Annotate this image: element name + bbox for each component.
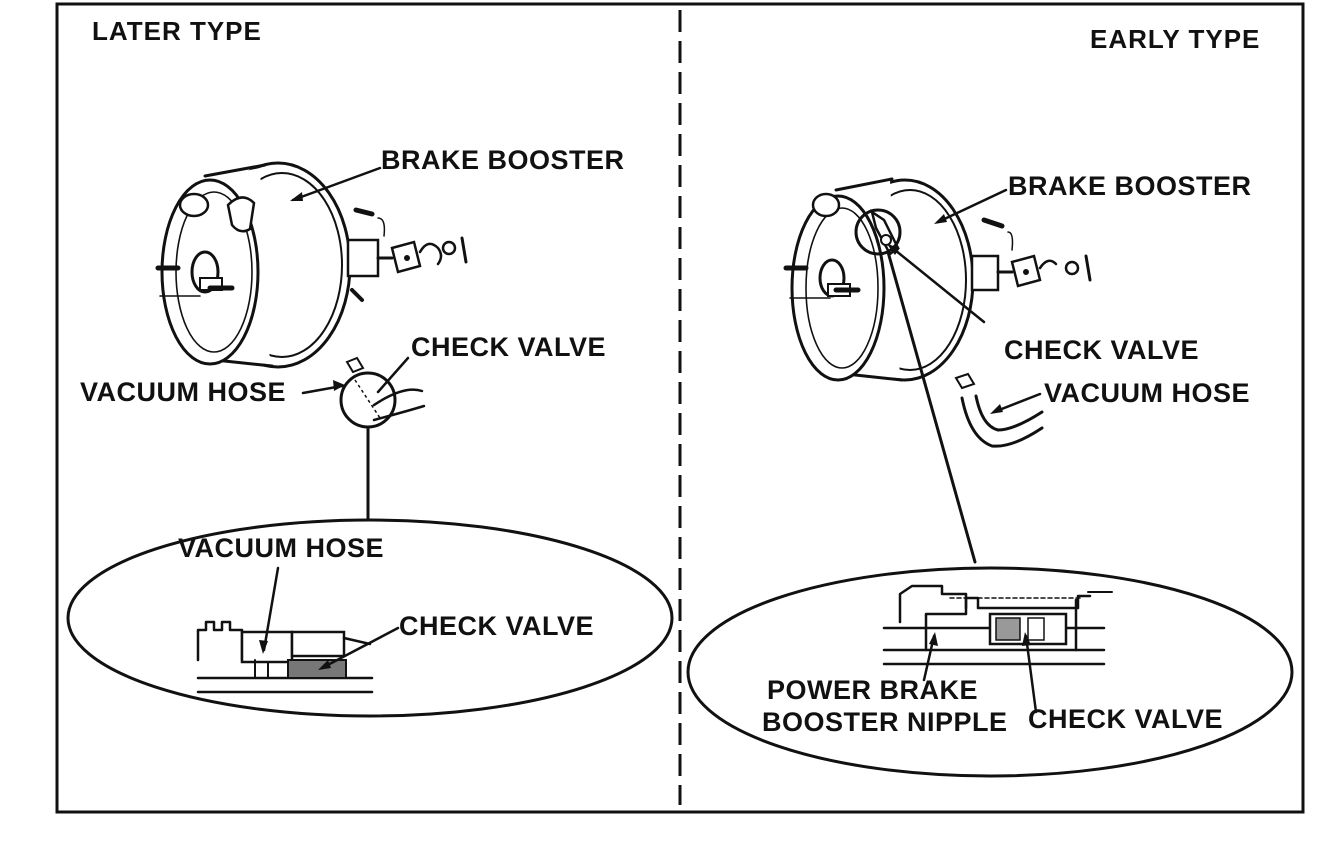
outer-frame xyxy=(55,2,1305,814)
later-detail-ellipse xyxy=(66,518,674,718)
early-detail-ellipse xyxy=(686,566,1294,778)
early-detail-nipple-label-line1: POWER BRAKE xyxy=(767,675,978,705)
later-vacuum-hose-label: VACUUM HOSE xyxy=(80,377,286,407)
early-vacuum-hose-label: VACUUM HOSE xyxy=(1044,378,1250,408)
early-detail-check-valve-label: CHECK VALVE xyxy=(1028,704,1223,734)
early-check-valve-label: CHECK VALVE xyxy=(1004,335,1199,365)
later-check-valve-label: CHECK VALVE xyxy=(411,332,606,362)
early-brake-booster-label: BRAKE BOOSTER xyxy=(1008,171,1252,201)
later-detail-check-valve-label: CHECK VALVE xyxy=(399,611,594,641)
early-check-valve-callout-circle xyxy=(854,208,902,256)
early-brake-booster-drawing xyxy=(783,177,1092,382)
later-brake-booster-label: BRAKE BOOSTER xyxy=(381,145,625,175)
early-vacuum-hose-drawing xyxy=(954,372,1044,448)
later-brake-booster-drawing xyxy=(155,161,468,369)
later-detail-vacuum-hose-label: VACUUM HOSE xyxy=(178,533,384,563)
early-type-title: EARLY TYPE xyxy=(1090,24,1260,54)
early-type-panel: EARLY TYPE xyxy=(686,24,1294,778)
later-type-panel: LATER TYPE xyxy=(66,16,674,718)
later-vacuum-hose-drawing xyxy=(372,388,426,422)
later-type-title: LATER TYPE xyxy=(92,16,262,46)
early-detail-drawing xyxy=(882,584,1113,666)
early-detail-nipple-label-line2: BOOSTER NIPPLE xyxy=(762,707,1008,737)
later-detail-drawing xyxy=(196,620,374,694)
